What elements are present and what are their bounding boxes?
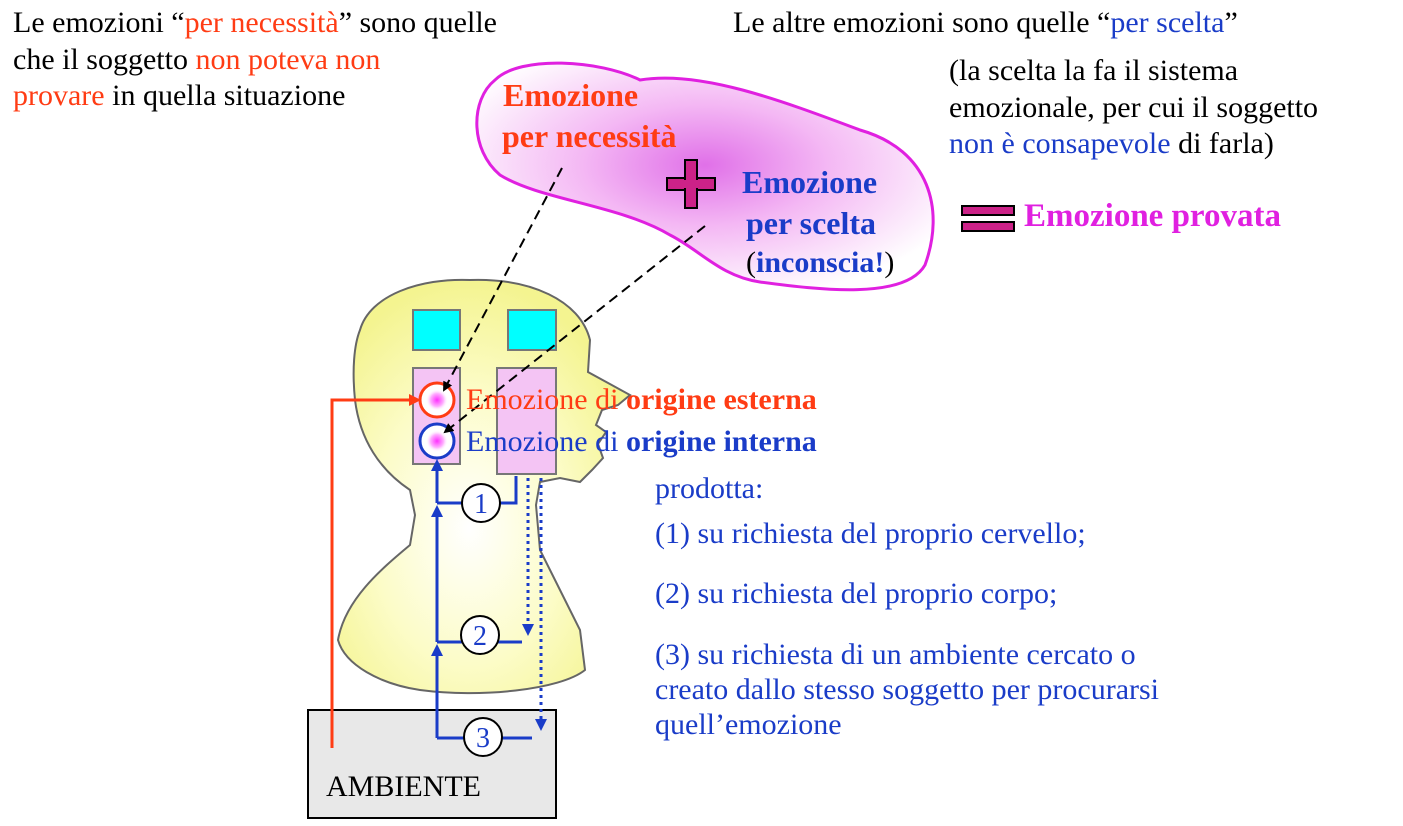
- produced-item-2: (2) su richiesta del proprio corpo;: [655, 577, 1058, 610]
- necessity-emotion-label-2: per necessità: [502, 118, 677, 154]
- dashed-arrow-necessity: [443, 167, 563, 392]
- left-note-highlight: non poteva non: [195, 43, 381, 76]
- ambient-label: AMBIENTE: [326, 770, 481, 803]
- right-note-text: Le altre emozioni sono quelle “: [733, 6, 1111, 39]
- paren-close: ): [884, 246, 895, 279]
- result-label: Emozione provata: [1024, 198, 1281, 234]
- cyan-box-right: [507, 309, 557, 351]
- produced-item-3-line-2: creato dallo stesso soggetto per procura…: [655, 673, 1160, 706]
- produced-item-1: (1) su richiesta del proprio cervello;: [655, 517, 1086, 550]
- left-note-text: ” sono quelle: [338, 6, 497, 39]
- dashed-arrow-choice: [443, 225, 706, 434]
- right-note-line-3: emozionale, per cui il soggetto: [949, 91, 1319, 124]
- right-note-line-1: Le altre emozioni sono quelle “per scelt…: [733, 5, 1238, 41]
- left-note-line-1: Le emozioni “per necessità” sono quelle: [13, 5, 497, 41]
- necessity-emotion-label-1: Emozione: [503, 77, 639, 113]
- marker-1: 1: [461, 483, 501, 523]
- ambient-box: [307, 709, 557, 819]
- left-note-highlight: provare: [13, 79, 105, 112]
- marker-2-label: 2: [473, 621, 487, 652]
- left-note-line-3: provare in quella situazione: [13, 78, 345, 114]
- right-note-highlight: per scelta: [1110, 6, 1225, 39]
- left-note-highlight: per necessità: [184, 6, 339, 39]
- paren-open: (: [746, 246, 756, 279]
- internal-origin-text: Emozione di: [466, 425, 626, 458]
- left-note-text: in quella situazione: [104, 79, 346, 112]
- marker-2: 2: [460, 615, 500, 655]
- left-note-text: che il soggetto: [13, 43, 196, 76]
- external-origin-label: Emozione di origine esterna: [466, 383, 817, 417]
- equals-icon: [961, 205, 1015, 232]
- emotion-cloud: [475, 61, 935, 292]
- plus-icon: [666, 159, 716, 209]
- external-origin-dot: [426, 389, 448, 411]
- left-note-text: Le emozioni “: [13, 6, 185, 39]
- pink-box-right: [496, 367, 557, 475]
- internal-origin-bold: origine interna: [625, 425, 817, 458]
- right-note-text: di farla): [1170, 127, 1274, 160]
- internal-origin-dot: [426, 430, 448, 452]
- choice-emotion-label-3: (inconscia!): [746, 245, 894, 281]
- choice-emotion-label-1: Emozione: [742, 164, 878, 200]
- right-note-line-4: non è consapevole di farla): [949, 126, 1274, 162]
- right-note-highlight: non è consapevole: [949, 127, 1171, 160]
- red-path-external: [330, 394, 421, 748]
- inconscious-label: inconscia!: [756, 246, 885, 279]
- right-note-line-2: (la scelta la fa il sistema: [949, 54, 1239, 87]
- produced-item-3-line-1: (3) su richiesta di un ambiente cercato …: [655, 638, 1136, 671]
- right-note-text: ”: [1224, 6, 1238, 39]
- produced-item-3-line-3: quell’emozione: [655, 708, 842, 741]
- choice-emotion-label-2: per scelta: [746, 205, 877, 241]
- produced-title: prodotta:: [655, 472, 764, 505]
- marker-3-label: 3: [476, 723, 490, 754]
- left-note-line-2: che il soggetto non poteva non: [13, 42, 380, 78]
- marker-1-label: 1: [474, 489, 488, 520]
- marker-3: 3: [463, 717, 503, 757]
- internal-origin-label: Emozione di origine interna: [466, 425, 817, 459]
- cyan-box-left: [412, 309, 461, 351]
- external-origin-text: Emozione di: [466, 383, 626, 416]
- external-origin-bold: origine esterna: [625, 383, 817, 416]
